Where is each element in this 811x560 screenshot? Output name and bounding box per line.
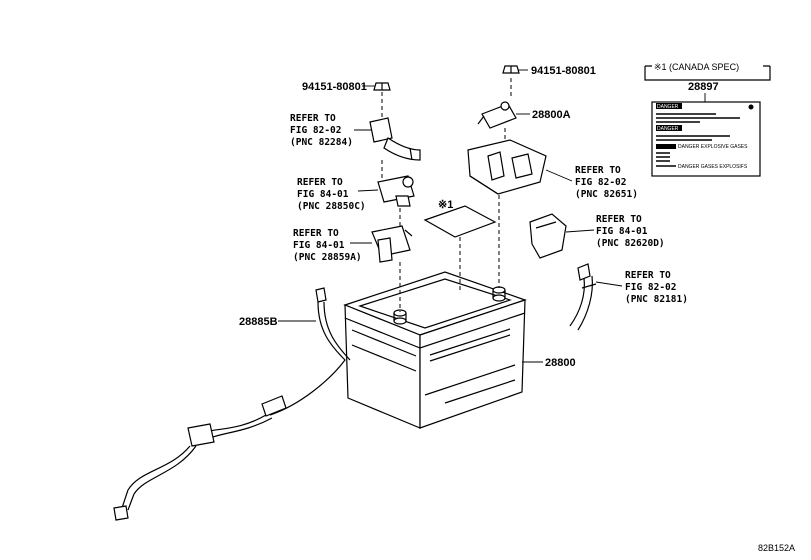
svg-text:DANGER: DANGER xyxy=(657,126,679,132)
svg-text:DANGER GASES EXPLOSIFS: DANGER GASES EXPLOSIFS xyxy=(678,164,748,170)
svg-text:REFER TO: REFER TO xyxy=(596,214,642,225)
positive-cable-illustration xyxy=(569,263,597,331)
svg-text:REFER TO: REFER TO xyxy=(290,113,336,124)
terminal-cover-illustration xyxy=(529,213,567,259)
svg-text:REFER TO: REFER TO xyxy=(625,270,671,281)
battery-illustration xyxy=(343,271,527,429)
canada-spec-box: ※1 (CANADA SPEC) 28897 DANGER DANGER DAN… xyxy=(644,62,771,177)
refer-label-82651: REFER TO FIG 82-02 (PNC 82651) xyxy=(575,165,638,200)
nut-left-illustration xyxy=(373,82,391,91)
svg-text:FIG 82-02: FIG 82-02 xyxy=(575,177,626,188)
caution-plate-note-mark: ※1 xyxy=(438,199,453,211)
svg-text:FIG 84-01: FIG 84-01 xyxy=(293,240,345,251)
refer-label-82284: REFER TO FIG 82-02 (PNC 82284) xyxy=(290,113,353,148)
svg-text:REFER TO: REFER TO xyxy=(293,228,339,239)
svg-text:DANGER EXPLOSIVE GASES: DANGER EXPLOSIVE GASES xyxy=(678,144,748,150)
nut-right-illustration xyxy=(502,65,520,74)
svg-text:FIG 84-01: FIG 84-01 xyxy=(596,226,648,237)
svg-text:FIG 84-01: FIG 84-01 xyxy=(297,189,349,200)
svg-text:REFER TO: REFER TO xyxy=(297,177,343,188)
figure-id: 82B152A xyxy=(758,543,795,553)
svg-text:(PNC 28859A): (PNC 28859A) xyxy=(293,252,362,263)
part-number-terminal: 28800A xyxy=(532,109,571,121)
svg-text:FIG 82-02: FIG 82-02 xyxy=(625,282,676,293)
svg-text:(PNC 28850C): (PNC 28850C) xyxy=(297,201,366,212)
part-number-battery: 28800 xyxy=(545,357,576,369)
part-number-nut-left: 94151-80801 xyxy=(302,81,367,93)
svg-text:(PNC 82284): (PNC 82284) xyxy=(290,137,353,148)
svg-text:(PNC 82620D): (PNC 82620D) xyxy=(596,238,665,249)
part-number-ground-cable: 28885B xyxy=(239,316,278,328)
svg-text:FIG 82-02: FIG 82-02 xyxy=(290,125,341,136)
clamp-28859a-illustration xyxy=(371,225,413,263)
refer-label-28859a: REFER TO FIG 84-01 (PNC 28859A) xyxy=(293,228,362,263)
part-number-nut-right: 94151-80801 xyxy=(531,65,596,77)
svg-text:(PNC 82181): (PNC 82181) xyxy=(625,294,688,305)
part-number-label: 28897 xyxy=(688,81,719,93)
positive-terminal-illustration xyxy=(477,101,517,129)
assembly-guide-lines xyxy=(381,78,512,312)
svg-text:REFER TO: REFER TO xyxy=(575,165,621,176)
refer-label-28850c: REFER TO FIG 84-01 (PNC 28850C) xyxy=(297,177,366,212)
clamp-28850c-illustration xyxy=(377,175,415,207)
svg-text:DANGER: DANGER xyxy=(657,104,679,110)
ground-cable-illustration xyxy=(113,287,351,521)
fuse-block-illustration xyxy=(467,139,547,195)
caution-plate-illustration xyxy=(423,205,497,238)
leader-lines xyxy=(278,69,706,363)
negative-cable-clamp-illustration xyxy=(369,117,421,161)
refer-label-82181: REFER TO FIG 82-02 (PNC 82181) xyxy=(625,270,688,305)
canada-spec-title: ※1 (CANADA SPEC) xyxy=(654,62,739,72)
svg-text:(PNC 82651): (PNC 82651) xyxy=(575,189,638,200)
refer-label-82620d: REFER TO FIG 84-01 (PNC 82620D) xyxy=(596,214,665,249)
